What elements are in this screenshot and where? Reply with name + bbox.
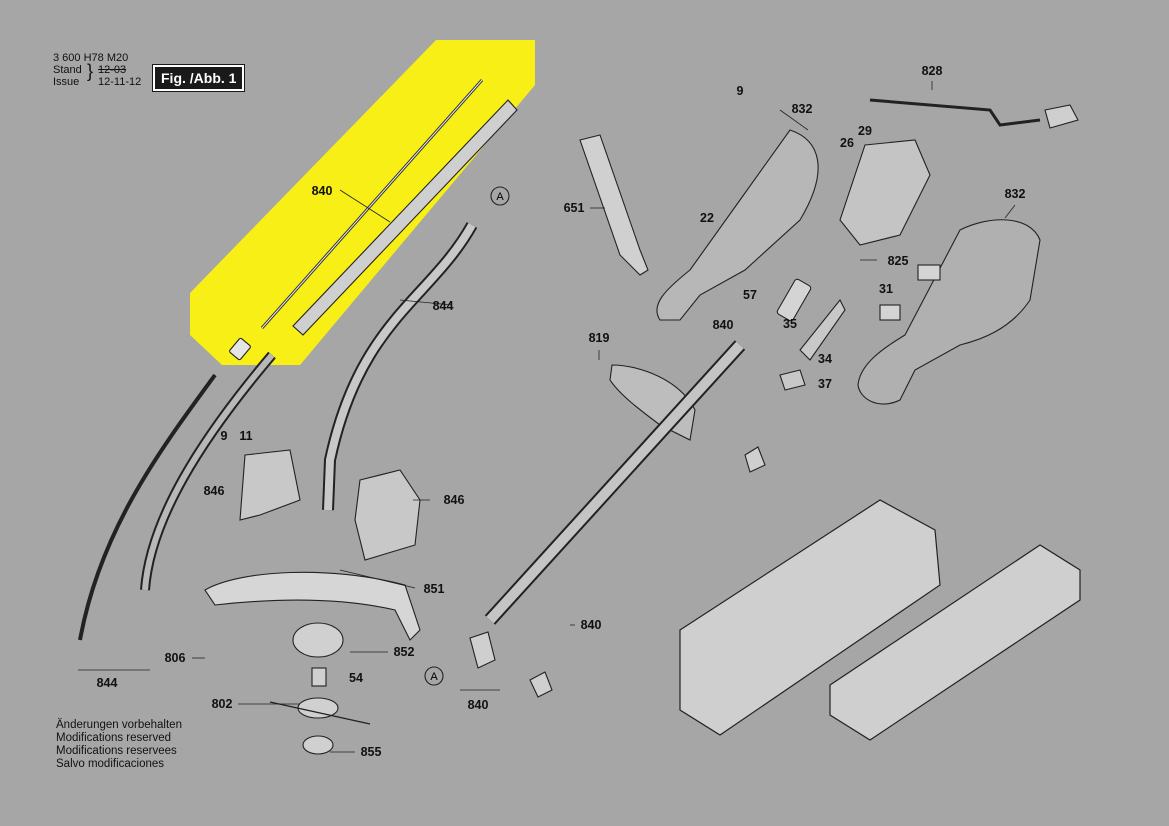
power-cable	[869, 98, 1041, 127]
left-shaft	[78, 373, 217, 641]
handle-bar-651	[579, 134, 649, 276]
leader-840-top	[339, 189, 391, 223]
stand-date: 12-03	[98, 64, 127, 76]
figure-label: Fig. /Abb. 1	[151, 64, 246, 92]
motor-cover-right	[354, 469, 421, 561]
guard	[204, 571, 421, 641]
highlight-region	[190, 40, 535, 365]
housing-half-left	[656, 129, 819, 321]
box-lid	[829, 544, 1081, 741]
leader-lines	[78, 81, 1016, 753]
lower-components	[204, 449, 421, 755]
part-label-832-left: 832	[791, 102, 813, 116]
part-label-846-left: 846	[203, 484, 225, 498]
part-label-828: 828	[921, 64, 943, 78]
switch-button	[779, 369, 806, 391]
plug	[1044, 104, 1079, 129]
packaging-box	[679, 499, 1081, 741]
part-57-sleeve	[776, 278, 812, 322]
disclaimer-line-es: Salvo modificaciones	[56, 758, 165, 770]
part-label-11: 11	[239, 429, 253, 443]
part-label-54: 54	[349, 671, 363, 685]
part-label-806: 806	[164, 651, 186, 665]
part-label-31: 31	[879, 282, 893, 296]
part-label-29: 29	[858, 124, 872, 138]
issue-date: 12-11-12	[98, 76, 142, 88]
part-label-22: 22	[700, 211, 714, 225]
box-tray	[679, 499, 941, 736]
main-shaft-inner	[486, 341, 744, 624]
ref-marker-bottom-text: A	[430, 671, 438, 683]
spool-cap	[302, 735, 334, 755]
disclaimer-line-fr: Modifications reservees	[56, 745, 177, 757]
handle-assembly	[469, 98, 1079, 698]
part-label-852: 852	[393, 645, 415, 659]
handle-knob	[744, 446, 766, 473]
brace: }	[87, 61, 94, 81]
spool-housing	[292, 622, 344, 658]
shaft-guide-inner	[142, 353, 275, 591]
clamp-knob	[529, 671, 553, 698]
part-label-9-left: 9	[220, 429, 228, 443]
part-label-840-shaft: 840	[580, 618, 602, 632]
part-label-851: 851	[423, 582, 445, 596]
ref-marker-bottom	[424, 666, 444, 686]
cutting-line	[269, 701, 371, 725]
ref-marker-top-text: A	[496, 191, 504, 203]
part-31-block	[917, 264, 941, 281]
shaft-clamp	[469, 631, 496, 669]
disclaimer-line-en: Modifications reserved	[56, 732, 172, 744]
part-label-26: 26	[840, 136, 854, 150]
part-label-840-top: 840	[311, 184, 333, 198]
part-label-9-top: 9	[736, 84, 744, 98]
leader-832-right	[1004, 204, 1016, 219]
part-label-35: 35	[783, 317, 797, 331]
leader-832-left	[779, 109, 809, 131]
coupling-sleeve	[229, 337, 251, 361]
leader-844-mid	[399, 299, 453, 306]
trimmer-shaft-assembly	[78, 79, 518, 641]
part-label-34: 34	[818, 352, 832, 366]
bent-shaft-inner	[324, 223, 476, 511]
stand-label: Stand	[53, 64, 82, 76]
ref-marker-top	[490, 186, 510, 206]
disclaimer-line-de: Änderungen vorbehalten	[56, 719, 182, 731]
part-label-855: 855	[360, 745, 382, 759]
part-label-802: 802	[211, 697, 233, 711]
leader-851	[339, 569, 416, 589]
motor	[839, 139, 931, 246]
part-label-846-right: 846	[443, 493, 465, 507]
part-label-651: 651	[563, 201, 585, 215]
part-31-piece	[879, 304, 901, 321]
part-label-832-right: 832	[1004, 187, 1026, 201]
part-label-825: 825	[887, 254, 909, 268]
doc-number: 3 600 H78 M20	[53, 52, 129, 64]
drive-cable-highlight	[261, 79, 483, 329]
part-label-844-mid: 844	[432, 299, 454, 313]
shaft-tube	[292, 99, 518, 336]
part-label-840-clamp: 840	[467, 698, 489, 712]
motor-cover-left	[239, 449, 301, 521]
spool-spacer	[311, 667, 327, 687]
part-label-37: 37	[818, 377, 832, 391]
reference-markers: A A	[424, 186, 510, 686]
part-label-819: 819	[588, 331, 610, 345]
issue-label: Issue	[53, 76, 80, 88]
part-label-844-bot: 844	[96, 676, 118, 690]
part-label-840-spring: 840	[712, 318, 734, 332]
housing-half-right	[857, 219, 1041, 405]
disclaimer: Änderungen vorbehalten Modifications res…	[56, 719, 182, 771]
switch-lever	[799, 298, 846, 361]
part-label-57: 57	[743, 288, 757, 302]
